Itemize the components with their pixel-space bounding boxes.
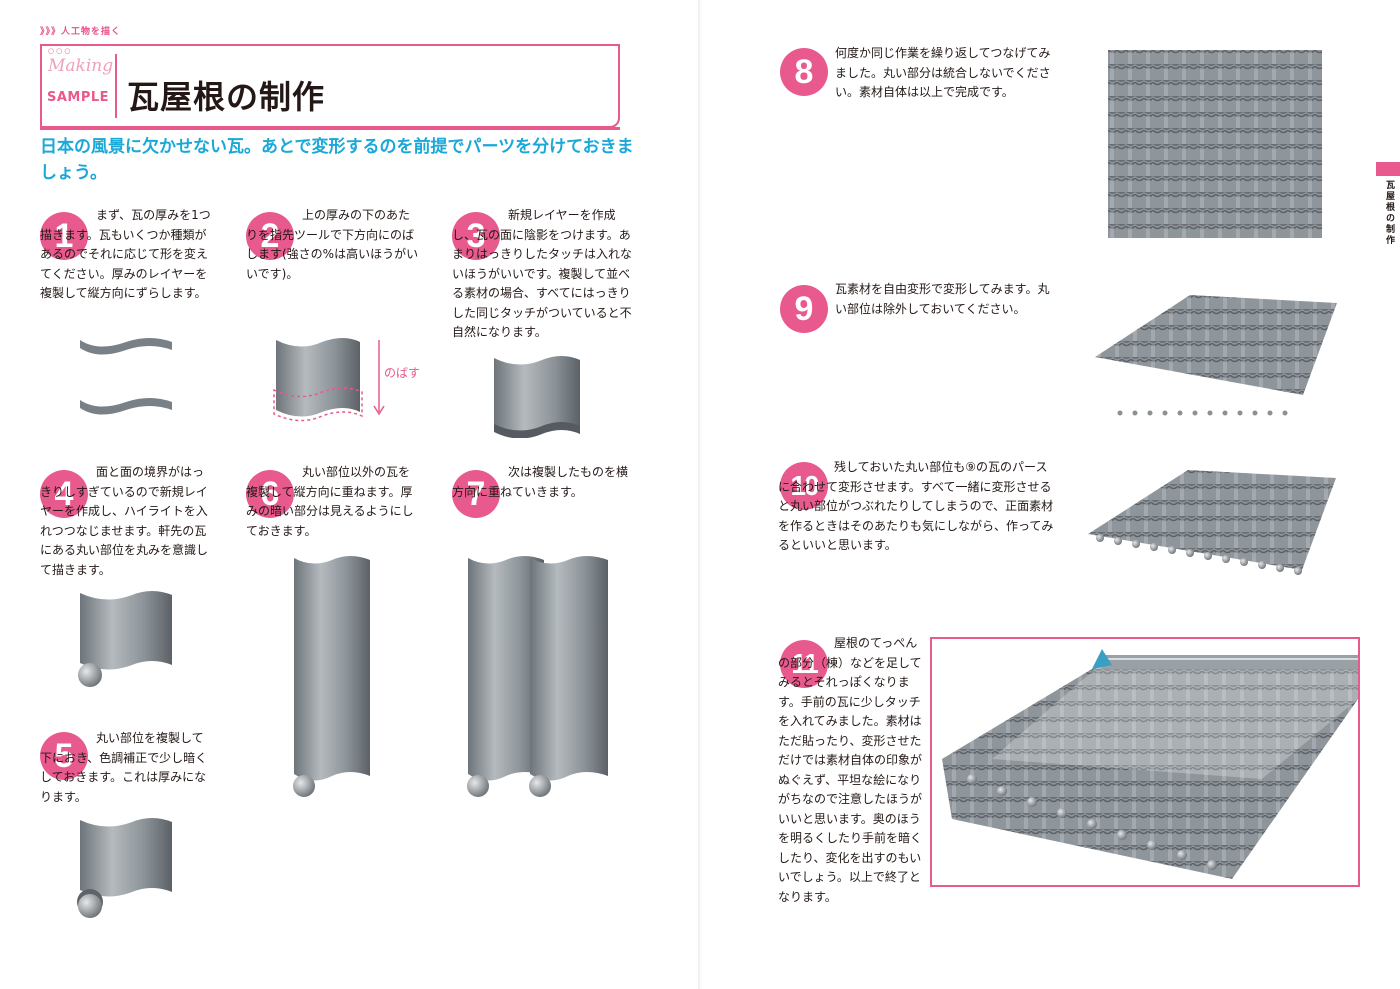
side-tab-label: 瓦屋根の制作 — [1384, 180, 1394, 246]
step-7-text: 次は複製したものを横方向に重ねていきます。 — [452, 465, 629, 499]
step-2-number: 2 — [246, 212, 294, 260]
page-gutter — [698, 0, 702, 989]
step-11-final-roof-image — [932, 639, 1358, 885]
making-label: Making — [48, 56, 114, 76]
step-3-shaded-tile-image — [494, 356, 580, 438]
step-3-text: 新規レイヤーを作成し、瓦の面に陰影をつけます。あまりはっきりしたタッチは入れない… — [452, 208, 633, 339]
step-11-number: 11 — [780, 640, 828, 688]
page-title: 瓦屋根の制作 — [127, 78, 326, 116]
step-1-text: まず、瓦の厚みを1つ描きます。瓦もいくつか種類があるのでそれに応じて形を変えてく… — [40, 208, 211, 300]
section-label: 》》》人工物を描く — [40, 27, 122, 37]
step-10-text: 残しておいた丸い部位も⑨の瓦のパースに合わせて変形させます。すべて一緒に変形させ… — [778, 460, 1054, 552]
step-8-text: 何度か同じ作業を繰り返してつなげてみました。丸い部分は統合しないでください。素材… — [835, 46, 1051, 99]
step-5-number: 5 — [40, 732, 88, 780]
intro-text: 日本の風景に欠かせない瓦。あとで変形するのを前提でパーツを分けておきましょう。 — [40, 137, 634, 183]
step-2-text: 上の厚みの下のあたりを指先ツールで下方向にのばします(強さの%は高いほうがいいで… — [246, 208, 419, 281]
step-7-number: 7 — [452, 470, 500, 518]
header-underline — [40, 127, 620, 130]
step-6-text: 丸い部位以外の瓦を複製して縦方向に重ねます。厚みの暗い部分は見えるようにしておき… — [246, 465, 414, 538]
step-6-vertical-stack-image — [293, 556, 370, 797]
header-divider — [115, 54, 117, 118]
step-6-number: 6 — [246, 470, 294, 518]
sample-label: SAMPLE — [47, 90, 110, 105]
step-11-text: 屋根のてっぺんの部分（棟）などを足してみるとそれっぽくなります。手前の瓦に少しタ… — [778, 636, 923, 904]
step-5-text: 丸い部位を複製して下におき、色調補正で少し暗くしておきます。これは厚みになります… — [40, 731, 208, 804]
step-1-number: 1 — [40, 212, 88, 260]
step-4-text: 面と面の境界がはっきりしすぎているので新規レイヤーを作成し、ハイライトを入れつつ… — [40, 465, 209, 577]
step-4-highlight-tile-image — [78, 591, 172, 687]
step-9-number: 9 — [780, 285, 828, 333]
step-9-transformed-roof-image — [1095, 295, 1337, 416]
step-4-number: 4 — [40, 470, 88, 518]
step-10-number: 10 — [780, 462, 828, 510]
step-11-frame — [930, 637, 1360, 887]
side-tab-marker — [1376, 162, 1400, 176]
step-1-thickness-image — [80, 338, 172, 415]
step-2-stretch-image — [273, 338, 363, 422]
step-8-number: 8 — [780, 48, 828, 96]
step-8-tile-sheet-image — [1108, 50, 1322, 238]
step-9-text: 瓦素材を自由変形で変形してみます。丸い部位は除外しておいてください。 — [835, 282, 1050, 316]
header-dots-icon: ○○○ — [48, 47, 73, 55]
step-5-ball-tile-image — [77, 818, 172, 918]
step-7-horizontal-stack-image — [467, 556, 608, 797]
arrow-down-icon — [373, 340, 385, 416]
step-10-roof-with-balls-image — [1088, 470, 1336, 575]
stretch-label: のばす — [384, 366, 421, 380]
step-3-number: 3 — [452, 212, 500, 260]
